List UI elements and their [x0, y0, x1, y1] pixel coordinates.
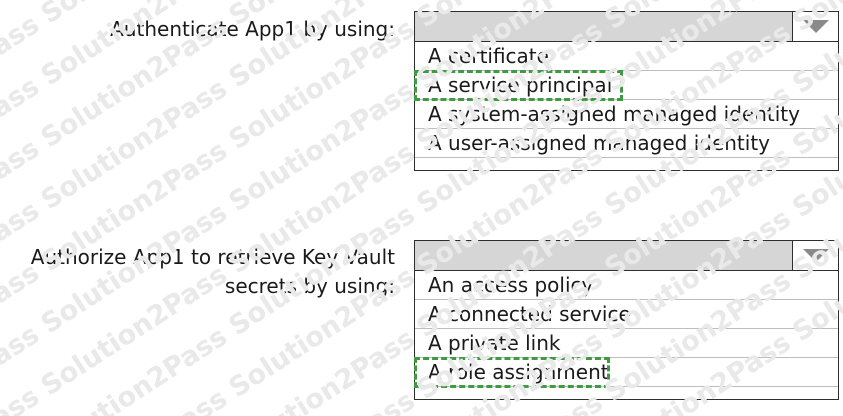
chevron-down-icon: [802, 20, 829, 33]
dropdown-list-filler: [415, 387, 838, 399]
dropdown-list-filler: [415, 158, 838, 170]
dropdown-option-selected[interactable]: A role assignment: [414, 357, 838, 388]
question-1-label: Authenticate App1 by using:: [110, 17, 395, 41]
dropdown-option[interactable]: A connected service: [415, 300, 838, 329]
dropdown-header-2[interactable]: [414, 240, 839, 271]
dropdown-option[interactable]: An access policy: [415, 271, 838, 300]
dropdown-option[interactable]: A private link: [415, 329, 838, 358]
dropdown-option-list-2[interactable]: An access policy A connected service A p…: [414, 271, 839, 400]
authenticate-app1-dropdown[interactable]: A certificate A service principal A syst…: [414, 11, 839, 171]
authorize-app1-dropdown[interactable]: An access policy A connected service A p…: [414, 240, 839, 400]
dropdown-toggle-button-2[interactable]: [793, 241, 838, 270]
dropdown-header-1[interactable]: [414, 11, 839, 42]
dropdown-option[interactable]: A system-assigned managed identity: [415, 100, 838, 129]
dropdown-option[interactable]: A user-assigned managed identity: [415, 129, 838, 158]
dropdown-selected-value-2[interactable]: [415, 241, 793, 270]
dropdown-option-list-1[interactable]: A certificate A service principal A syst…: [414, 42, 839, 171]
question-2-label: Authorize App1 to retrieve Key Vault sec…: [30, 245, 395, 298]
dropdown-toggle-button-1[interactable]: [793, 12, 838, 41]
dropdown-selected-value-1[interactable]: [415, 12, 793, 41]
dropdown-option[interactable]: A certificate: [415, 42, 838, 71]
dropdown-option-selected[interactable]: A service principal: [414, 70, 838, 101]
chevron-down-icon: [802, 249, 829, 262]
